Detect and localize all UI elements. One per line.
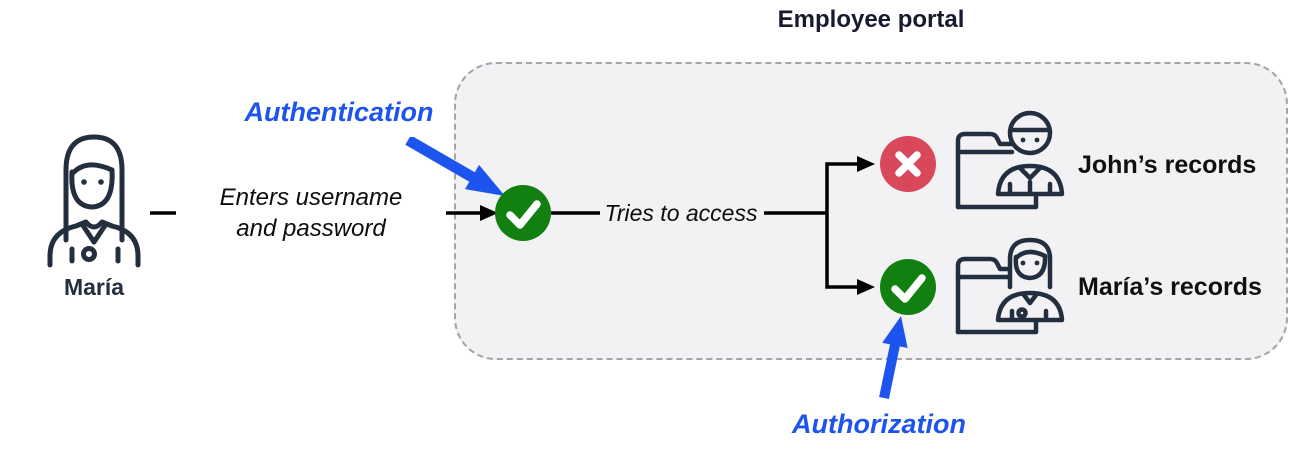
x-mark-icon [895,151,921,177]
woman-user-icon [47,134,141,268]
maria-records-label: María’s records [1078,272,1262,301]
portal-title: Employee portal [777,6,965,33]
arrow-branch-to-maria [825,213,875,295]
credentials-line2: and password [236,214,386,242]
folder-man-icon [955,110,1065,210]
tries-to-access-label: Tries to access [604,199,758,226]
folder-woman-icon [955,237,1065,335]
authorization-label: Authorization [776,399,982,449]
access-denied-badge [880,136,936,192]
arrow-branch-to-john [825,156,875,213]
check-mark-icon [891,274,926,303]
authentication-pointer-arrow [405,135,505,196]
authorization-pointer-arrow [879,316,908,399]
authentication-label: Authentication [232,88,446,137]
john-records-label: John’s records [1078,150,1257,179]
access-granted-badge [880,259,936,315]
credentials-label: Enters username and password [176,182,446,245]
authentication-success-badge [495,185,551,241]
credentials-line1: Enters username [219,184,403,212]
check-mark-icon [506,200,541,229]
employee-portal-container [454,62,1288,360]
actor-name-label: María [63,274,125,300]
